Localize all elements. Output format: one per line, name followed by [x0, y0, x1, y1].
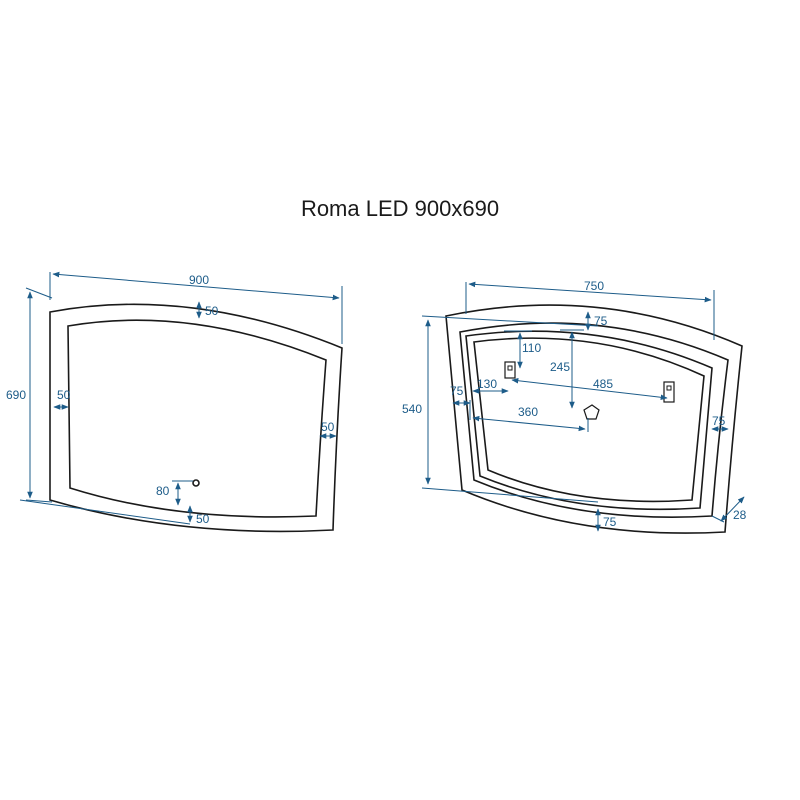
back-height-extension-top	[421, 315, 599, 327]
frame-right-label: 50	[321, 420, 335, 434]
sensor-offset-label: 80	[156, 484, 170, 498]
front-view: 900 690 50 50 50 80 50	[6, 271, 343, 533]
touch-sensor-icon	[192, 479, 200, 487]
bottom-extension-line	[19, 499, 191, 525]
frame-top-label: 50	[205, 304, 219, 318]
bracket-drop-label: 110	[522, 341, 541, 355]
top-inset-label: 75	[594, 314, 608, 328]
height-extension-top	[25, 287, 53, 299]
bottom-inset-label: 75	[603, 515, 617, 529]
diagram-title: Roma LED 900x690	[300, 196, 500, 221]
width-dimension-line	[52, 271, 340, 301]
right-bracket-icon	[663, 381, 675, 403]
driver-offset-dimension-line	[472, 415, 586, 432]
right-inset-label: 75	[712, 414, 726, 428]
bracket-left-label: 130	[477, 377, 497, 391]
back-panel-inner	[473, 337, 705, 503]
back-panel-outer	[465, 330, 713, 511]
mirror-outer-outline	[49, 303, 343, 533]
driver-offset-label: 360	[518, 405, 538, 419]
depth-label: 28	[733, 508, 747, 522]
driver-drop-label: 245	[550, 360, 570, 374]
back-width-label: 750	[584, 279, 604, 293]
back-view: 750 540 75 75 75 110 130 485 245 36	[402, 279, 747, 534]
height-extension-bottom	[25, 499, 53, 503]
left-bracket-icon	[504, 361, 516, 379]
mirror-inner-outline	[67, 319, 327, 518]
led-driver-icon	[583, 404, 600, 420]
bracket-spacing-label: 485	[593, 377, 613, 391]
width-label: 900	[189, 273, 209, 287]
depth-extension	[711, 515, 725, 523]
frame-bottom-label: 50	[196, 512, 210, 526]
back-height-label: 540	[402, 402, 422, 416]
height-label: 690	[6, 388, 26, 402]
back-height-extension-bottom	[421, 487, 599, 503]
frame-left-label: 50	[57, 388, 71, 402]
bracket-spacing-dimension-line	[511, 377, 668, 401]
depth-dimension-line	[720, 496, 745, 522]
back-width-dimension-line	[468, 281, 712, 303]
left-inset-label: 75	[450, 384, 464, 398]
back-outer-outline	[445, 304, 743, 534]
